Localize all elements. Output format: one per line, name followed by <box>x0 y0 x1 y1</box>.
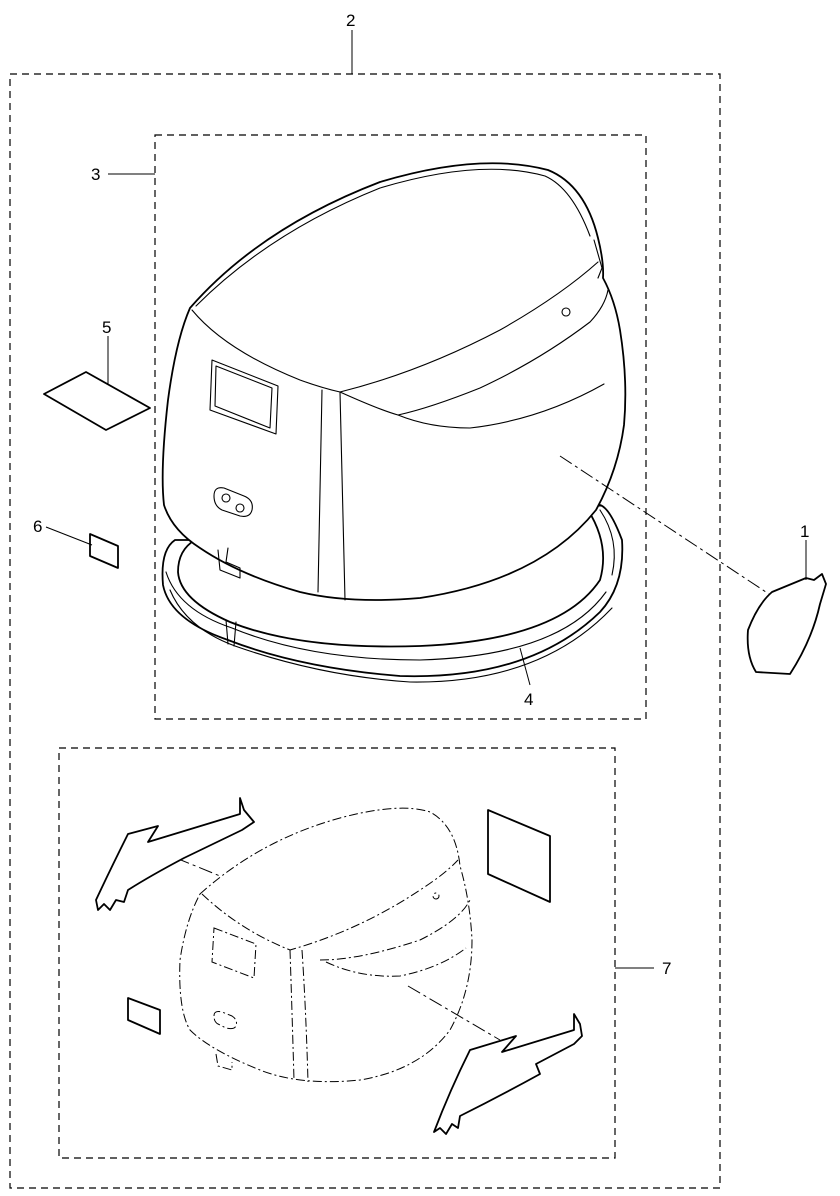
top-cowling <box>161 162 627 601</box>
decal-right-bottom-7 <box>433 1013 583 1135</box>
callout-1: 1 <box>800 522 809 541</box>
callout-7: 7 <box>662 959 671 978</box>
cover-assembly-boundary-3 <box>154 134 647 720</box>
rubber-seal-4 <box>161 504 624 683</box>
decal-left-7 <box>95 797 255 911</box>
decal-small-square-7 <box>127 997 161 1035</box>
decal-kit-boundary-7 <box>58 747 616 1159</box>
callout-3: 3 <box>91 165 100 184</box>
label-5 <box>43 371 151 431</box>
decal-right-top-7 <box>487 809 551 903</box>
callout-2: 2 <box>346 11 355 30</box>
label-6 <box>89 533 119 569</box>
callout-4: 4 <box>524 690 533 709</box>
kit-boundary-2 <box>9 73 721 1189</box>
decal-1 <box>746 573 827 675</box>
callout-6: 6 <box>33 517 42 536</box>
callout-5: 5 <box>102 318 111 337</box>
phantom-cowling <box>179 807 473 1083</box>
